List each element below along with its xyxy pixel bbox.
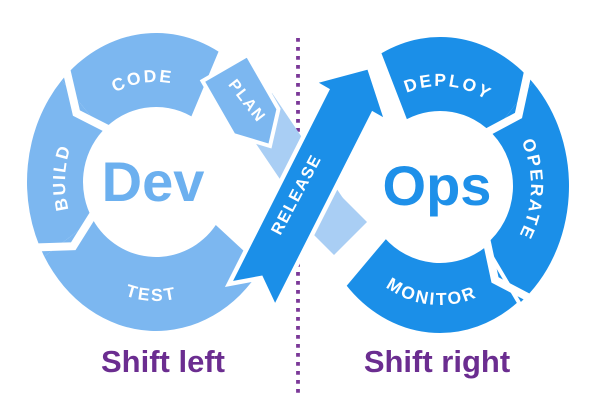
segment-code (61, 33, 219, 131)
segment-divider-chevron (61, 65, 113, 135)
release-ribbon (224, 64, 391, 314)
build-label: BUILD (49, 142, 75, 213)
segment-plan-arrow (199, 52, 281, 149)
shift-left-caption: Shift left (101, 344, 225, 379)
segment-operate (484, 82, 569, 304)
segment-deploy (381, 36, 533, 134)
segment-build (27, 80, 103, 257)
segment-divider-chevron (481, 235, 534, 303)
segment-monitor (341, 233, 522, 337)
dev-label: Dev (102, 150, 205, 213)
segment-divider-chevron (482, 68, 533, 138)
segment-test (44, 219, 262, 332)
segment-divider-chevron (33, 209, 99, 252)
shift-right-caption: Shift right (364, 344, 510, 379)
ops-label: Ops (383, 154, 492, 217)
